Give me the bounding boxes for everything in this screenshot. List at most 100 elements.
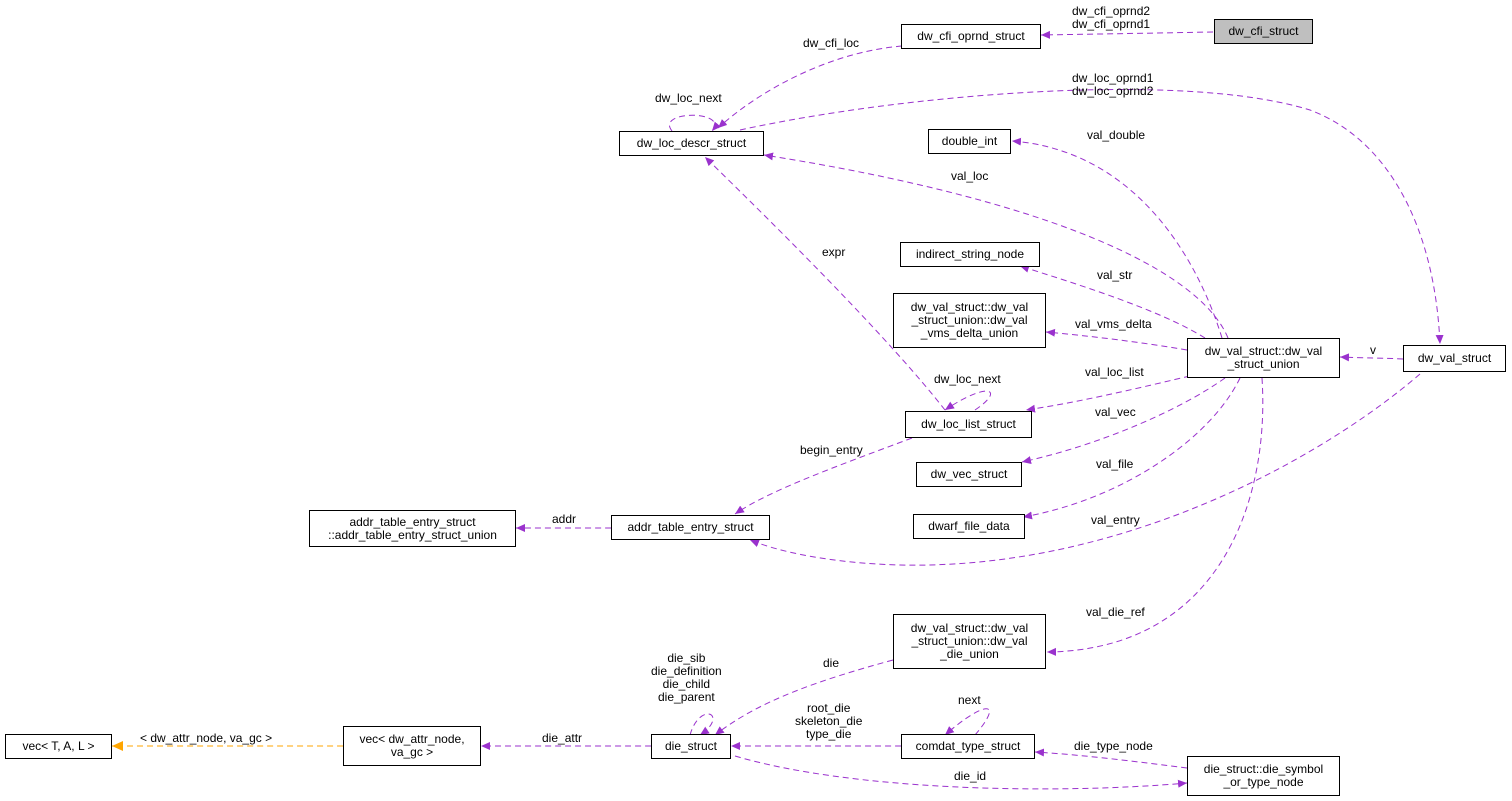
edge-label-line: dw_loc_next <box>934 372 1001 386</box>
node-text-line: die_struct <box>664 739 718 753</box>
node-indirect-string-node[interactable]: indirect_string_node <box>900 242 1040 267</box>
edge-label-line: expr <box>822 245 846 259</box>
edge-dw-cfi-oprnd <box>1040 30 1214 39</box>
edge-dw-loc-oprnd <box>739 89 1444 345</box>
label-die: die <box>823 657 839 670</box>
node-vms-delta-union[interactable]: dw_val_struct::dw_val_struct_union::dw_v… <box>893 293 1046 348</box>
label-val-file: val_file <box>1096 458 1133 471</box>
edge-die-id <box>734 755 1188 790</box>
edge-label-line: val_vms_delta <box>1075 317 1152 331</box>
edge-label-line: val_vec <box>1095 405 1136 419</box>
edge-label-line: die_id <box>954 769 987 783</box>
node-addr-table-entry-struct-union[interactable]: addr_table_entry_struct::addr_table_entr… <box>309 510 516 547</box>
edge-label-line: die_parent <box>658 690 715 704</box>
label-val-vec: val_vec <box>1095 406 1136 419</box>
node-text-line: _die_union <box>940 647 999 661</box>
edge-label-line: dw_loc_oprnd2 <box>1072 84 1154 98</box>
edge-die-type-node <box>1034 748 1188 769</box>
node-dw-loc-descr-struct[interactable]: dw_loc_descr_struct <box>619 131 764 156</box>
edge-dw-cfi-loc <box>717 45 903 129</box>
edge-label-line: dw_loc_oprnd1 <box>1072 71 1154 85</box>
edge-label-line: next <box>958 693 981 707</box>
node-text-line: indirect_string_node <box>915 247 1025 261</box>
node-dwarf-file-data[interactable]: dwarf_file_data <box>913 514 1025 539</box>
edge-val-die-ref <box>1046 377 1264 656</box>
edge-label-line: dw_cfi_oprnd1 <box>1072 17 1151 31</box>
node-text-line: dw_cfi_struct <box>1228 24 1299 38</box>
edge-val-entry <box>749 373 1421 566</box>
edge-label-line: skeleton_die <box>795 714 863 728</box>
node-text-line: vec< T, A, L > <box>22 739 95 753</box>
edge-dw-loc-next-self <box>669 114 721 132</box>
edge-label-line: val_loc_list <box>1085 365 1144 379</box>
node-text-line: _struct_union <box>1227 357 1300 371</box>
edge-label-line: dw_cfi_oprnd2 <box>1072 4 1151 18</box>
node-dw-val-struct-union[interactable]: dw_val_struct::dw_val_struct_union <box>1187 338 1340 378</box>
node-vec-dw-attr-node[interactable]: vec< dw_attr_node,va_gc > <box>343 726 481 766</box>
node-text-line: _struct_union::dw_val <box>911 634 1028 648</box>
node-text-line: _or_type_node <box>1223 775 1304 789</box>
edge-label-line: dw_cfi_loc <box>803 36 860 50</box>
edge-label-line: die_child <box>662 677 711 691</box>
node-text-line: double_int <box>941 134 998 148</box>
label-comdat-next: next <box>958 694 981 707</box>
node-text-line: dwarf_file_data <box>928 519 1010 533</box>
edge-val-vec <box>1021 377 1226 464</box>
label-dw-loc-next: dw_loc_next <box>655 92 722 105</box>
node-text-line: dw_val_struct::dw_val <box>910 300 1029 314</box>
edge-label-line: < dw_attr_node, va_gc > <box>140 731 273 745</box>
label-begin-entry: begin_entry <box>800 444 863 457</box>
label-expr: expr <box>822 246 845 259</box>
edge-label-line: type_die <box>806 727 852 741</box>
node-dw-loc-list-struct[interactable]: dw_loc_list_struct <box>905 411 1032 438</box>
node-dw-cfi-oprnd-struct[interactable]: dw_cfi_oprnd_struct <box>901 24 1041 49</box>
edge-label-line: val_loc <box>951 169 989 183</box>
label-template: < dw_attr_node, va_gc > <box>140 732 272 745</box>
edge-label-line: val_file <box>1096 457 1134 471</box>
edge-val-vms-delta <box>1045 328 1188 351</box>
node-text-line: dw_val_struct <box>1417 351 1492 365</box>
node-double-int[interactable]: double_int <box>928 129 1011 154</box>
edge-die-self <box>689 713 714 736</box>
node-text-line: _vms_delta_union <box>920 326 1019 340</box>
label-val-vms-delta: val_vms_delta <box>1075 318 1152 331</box>
node-dw-val-struct[interactable]: dw_val_struct <box>1403 345 1506 372</box>
node-dw-cfi-struct: dw_cfi_struct <box>1214 19 1313 44</box>
node-text-line: comdat_type_struct <box>915 739 1021 753</box>
label-val-die-ref: val_die_ref <box>1086 606 1145 619</box>
node-comdat-type-struct[interactable]: comdat_type_struct <box>901 734 1035 759</box>
edge-label-line: root_die <box>807 701 851 715</box>
node-vec-t-a-l[interactable]: vec< T, A, L > <box>5 734 112 759</box>
node-text-line: dw_val_struct::dw_val <box>910 621 1029 635</box>
node-text-line: addr_table_entry_struct <box>349 514 476 529</box>
node-text-line: dw_cfi_oprnd_struct <box>917 29 1025 43</box>
node-dw-vec-struct[interactable]: dw_vec_struct <box>916 462 1022 487</box>
edge-label-line: begin_entry <box>800 443 863 457</box>
node-text-line: _struct_union::dw_val <box>911 313 1028 327</box>
label-val-loc: val_loc <box>951 170 988 183</box>
node-die-struct[interactable]: die_struct <box>651 734 731 759</box>
label-die-attr: die_attr <box>542 732 582 745</box>
edge-label-line: val_die_ref <box>1086 605 1145 619</box>
label-val-loc-list: val_loc_list <box>1085 366 1144 379</box>
label-loclist-next: dw_loc_next <box>934 373 1001 386</box>
label-addr: addr <box>552 513 576 526</box>
edge-comdat-next-self <box>944 708 990 736</box>
node-die-symbol-or-type-node[interactable]: die_struct::die_symbol_or_type_node <box>1187 756 1340 796</box>
edge-label-line: die_sib <box>667 651 706 665</box>
node-die-union[interactable]: dw_val_struct::dw_val_struct_union::dw_v… <box>893 614 1046 669</box>
node-text-line: va_gc > <box>390 745 434 759</box>
node-addr-table-entry-struct[interactable]: addr_table_entry_struct <box>611 515 770 540</box>
node-text-line: dw_vec_struct <box>930 467 1008 481</box>
edge-label-line: val_double <box>1087 128 1146 142</box>
edge-label-line: v <box>1370 343 1376 357</box>
node-text-line: dw_loc_list_struct <box>921 417 1016 431</box>
edge-val-str <box>1019 264 1206 339</box>
edge-val-loc <box>763 152 1229 339</box>
label-die-id: die_id <box>954 770 986 783</box>
node-text-line: addr_table_entry_struct <box>627 520 754 534</box>
